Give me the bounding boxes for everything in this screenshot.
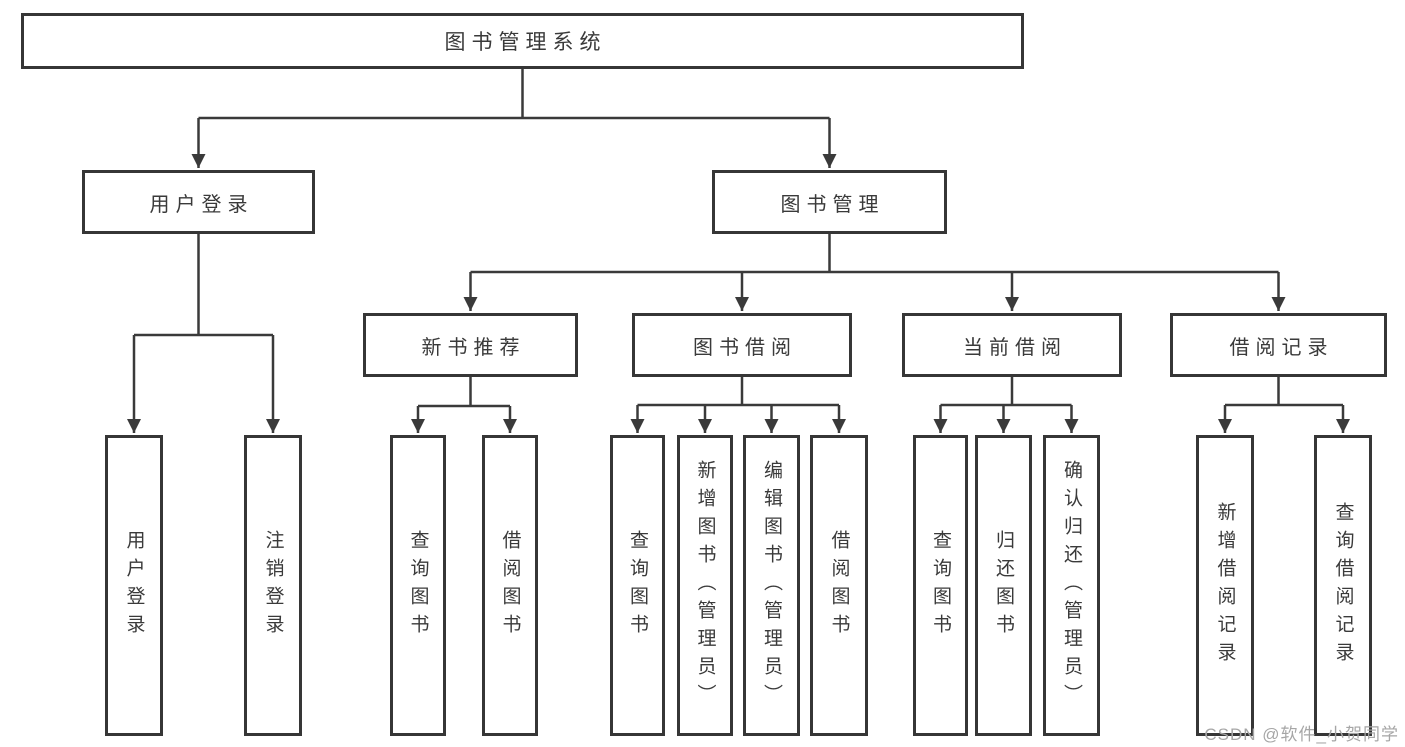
node-add-borrow-record: 新增借阅记录 bbox=[1196, 435, 1254, 736]
node-label: 编辑图书（管理员） bbox=[761, 459, 782, 712]
node-return-book: 归还图书 bbox=[975, 435, 1032, 736]
node-label: 查询图书 bbox=[627, 529, 648, 642]
node-label: 注销登录 bbox=[262, 529, 284, 642]
node-label: 借阅图书 bbox=[499, 529, 521, 642]
node-user-login: 用户登录 bbox=[82, 170, 315, 234]
node-confirm-return-admin: 确认归还（管理员） bbox=[1043, 435, 1100, 736]
node-label: 查询借阅记录 bbox=[1332, 501, 1354, 670]
node-query-borrow-record: 查询借阅记录 bbox=[1314, 435, 1372, 736]
node-borrow-records: 借阅记录 bbox=[1170, 313, 1387, 377]
node-label: 新增借阅记录 bbox=[1214, 501, 1236, 670]
node-library-management-system: 图书管理系统 bbox=[21, 13, 1024, 69]
node-new-book-recommend: 新书推荐 bbox=[363, 313, 578, 377]
node-label: 查询图书 bbox=[930, 529, 951, 642]
node-query-books-1: 查询图书 bbox=[390, 435, 446, 736]
node-label: 确认归还（管理员） bbox=[1061, 459, 1082, 712]
node-book-borrow: 图书借阅 bbox=[632, 313, 852, 377]
node-label: 新书推荐 bbox=[421, 336, 526, 359]
node-current-borrow: 当前借阅 bbox=[902, 313, 1122, 377]
node-label: 新增图书（管理员） bbox=[694, 459, 716, 712]
node-label: 用户登录 bbox=[123, 529, 145, 642]
node-label: 查询图书 bbox=[407, 529, 429, 642]
node-add-book-admin: 新增图书（管理员） bbox=[677, 435, 733, 736]
node-label: 图书管理 bbox=[780, 193, 885, 216]
watermark: CSDN @软件_小贺同学 bbox=[1204, 725, 1399, 744]
node-query-books-3: 查询图书 bbox=[913, 435, 968, 736]
node-label: 当前借阅 bbox=[963, 336, 1067, 359]
node-label: 借阅图书 bbox=[828, 529, 850, 642]
node-label: 图书管理系统 bbox=[444, 31, 607, 54]
node-user-login-leaf: 用户登录 bbox=[105, 435, 163, 736]
connector-arrows bbox=[127, 118, 1350, 433]
node-edit-book-admin: 编辑图书（管理员） bbox=[743, 435, 800, 736]
node-label: 归还图书 bbox=[993, 529, 1014, 642]
node-label: 借阅记录 bbox=[1229, 336, 1334, 359]
connector-elbows bbox=[134, 69, 1343, 408]
node-borrow-books-1: 借阅图书 bbox=[482, 435, 538, 736]
node-label: 用户登录 bbox=[149, 193, 254, 216]
node-borrow-books-2: 借阅图书 bbox=[810, 435, 868, 736]
node-book-management: 图书管理 bbox=[712, 170, 947, 234]
node-label: 图书借阅 bbox=[693, 336, 797, 359]
node-query-books-2: 查询图书 bbox=[610, 435, 665, 736]
node-logout: 注销登录 bbox=[244, 435, 302, 736]
